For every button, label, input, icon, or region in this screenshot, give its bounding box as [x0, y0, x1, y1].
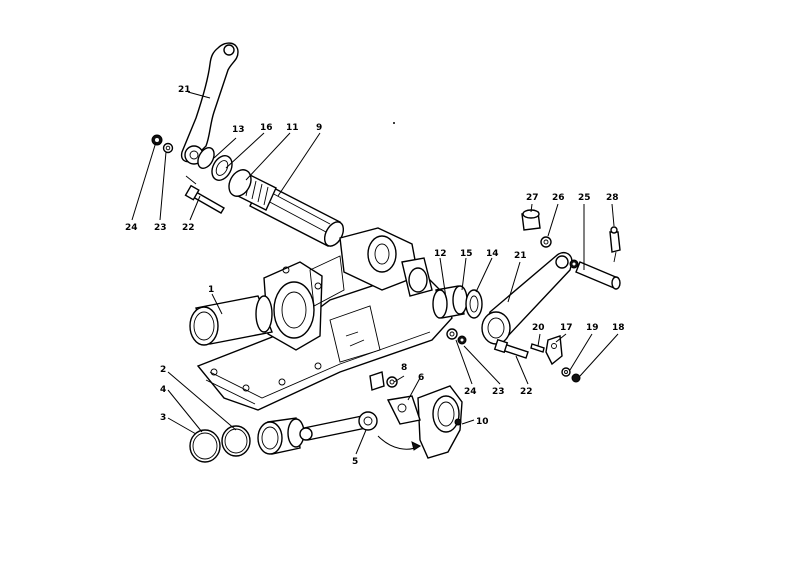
- callout-26: 26: [552, 193, 565, 203]
- callout-3: 3: [160, 413, 166, 423]
- cylinder-sleeve: [189, 295, 273, 346]
- callout-10: 10: [476, 417, 489, 427]
- callout-20: 20: [532, 323, 545, 333]
- callout-23-left: 23: [154, 223, 167, 233]
- callout-6: 6: [418, 373, 424, 383]
- small-bolts: [369, 371, 398, 391]
- callout-12: 12: [434, 249, 447, 259]
- piston-assembly: [189, 417, 305, 463]
- washer-19: [561, 367, 571, 377]
- right-bolt: [493, 338, 529, 359]
- callout-1: 1: [208, 285, 214, 295]
- pin-20: [530, 343, 545, 353]
- callout-22-left: 22: [182, 223, 195, 233]
- callout-8: 8: [401, 363, 407, 373]
- connecting-rod: [299, 411, 378, 441]
- callout-21-left: 21: [178, 85, 191, 95]
- stray-mark: [393, 122, 395, 124]
- callout-27: 27: [526, 193, 539, 203]
- callout-5: 5: [352, 457, 358, 467]
- callout-14: 14: [486, 249, 499, 259]
- callout-13: 13: [232, 125, 245, 135]
- nut-18: [571, 373, 581, 383]
- callout-11: 11: [286, 123, 299, 133]
- right-bushings: [432, 285, 483, 319]
- callout-16: 16: [260, 123, 273, 133]
- grease-fitting-28: [609, 226, 621, 263]
- left-washers: [151, 134, 174, 154]
- cross-shaft: [197, 147, 345, 247]
- washer-26: [540, 236, 552, 248]
- callout-18: 18: [612, 323, 625, 333]
- callout-17: 17: [560, 323, 573, 333]
- callout-21-right: 21: [514, 251, 527, 261]
- callout-4: 4: [160, 385, 166, 395]
- lift-housing: [196, 227, 453, 411]
- callout-2: 2: [160, 365, 166, 375]
- right-lift-arm: [481, 251, 573, 345]
- crank-arm: [386, 385, 463, 459]
- callout-24-right: 24: [464, 387, 477, 397]
- motion-arrow-head: [411, 441, 421, 451]
- callout-22-right: 22: [520, 387, 533, 397]
- lift-pin: [569, 259, 621, 290]
- callout-19: 19: [586, 323, 599, 333]
- callout-15: 15: [460, 249, 473, 259]
- callout-9: 9: [316, 123, 322, 133]
- right-washers: [446, 328, 467, 345]
- latch-17: [545, 335, 563, 366]
- callout-labels: 21 13 16 11 9 24 23 22 1 2 4 3 5 8 6 10 …: [125, 85, 625, 467]
- callout-24-left: 24: [125, 223, 138, 233]
- left-bolt: [184, 175, 225, 214]
- callout-28: 28: [606, 193, 619, 203]
- nut-27: [521, 209, 541, 231]
- callout-25: 25: [578, 193, 591, 203]
- leader-lines: [131, 91, 619, 455]
- callout-23-right: 23: [492, 387, 505, 397]
- left-lift-arm: [180, 42, 239, 165]
